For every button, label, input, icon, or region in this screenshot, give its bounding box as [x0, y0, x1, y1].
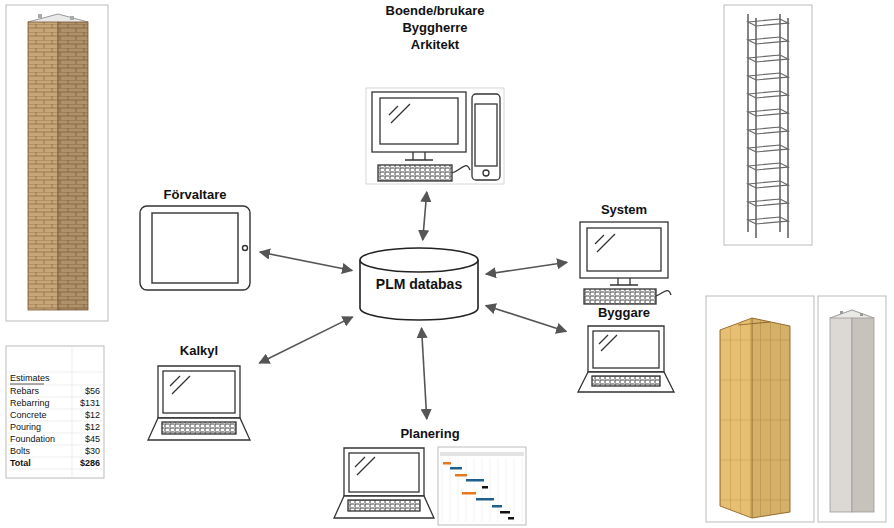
role-heading: Boende/brukare [365, 2, 505, 19]
double-arrow [423, 192, 427, 240]
table-cell: $12 [85, 422, 100, 433]
table-cell: Estimates [10, 373, 50, 384]
table-cell: Bolts [10, 446, 30, 457]
role-heading: Byggare [572, 304, 676, 321]
table-cell: $45 [85, 434, 100, 445]
device-group: Förvaltare [136, 186, 254, 292]
double-arrow [486, 262, 567, 274]
database-cylinder: PLM databas [358, 246, 480, 322]
table-cell: $30 [85, 446, 100, 457]
brick-column [6, 5, 108, 321]
rebar-cage [724, 5, 812, 245]
table-cell: Concrete [10, 410, 47, 421]
device-group: Byggare [572, 304, 676, 396]
role-heading: Planering [332, 425, 528, 442]
double-arrow [422, 328, 427, 419]
role-heading: Kalkyl [144, 342, 254, 359]
table-cell: Rebars [10, 386, 39, 397]
role-heading: System [573, 201, 675, 218]
device-group: Planering [332, 425, 528, 525]
laptop-icon [148, 366, 250, 440]
table-cell: $286 [80, 458, 100, 469]
double-arrow [259, 317, 352, 363]
double-arrow [486, 305, 567, 331]
table-cell: $12 [85, 410, 100, 421]
table-cell: Foundation [10, 434, 55, 445]
double-arrow [260, 252, 352, 271]
gantt-chart [438, 447, 526, 525]
device-group: Boende/brukareByggherreArkitekt [365, 2, 505, 186]
desktop-icon [372, 92, 500, 181]
device-group: Kalkyl [144, 342, 254, 444]
laptop-icon [578, 326, 674, 392]
table-cell: Pouring [10, 422, 41, 433]
estimates-table [6, 346, 104, 478]
laptop-icon [334, 448, 434, 518]
role-heading: Arkitekt [365, 36, 505, 53]
role-heading: Byggherre [365, 19, 505, 36]
table-cell: $131 [80, 398, 100, 409]
table-cell: Total [10, 458, 31, 469]
desktop-icon [580, 222, 671, 304]
concrete-column [818, 296, 886, 522]
device-group: System [573, 201, 675, 307]
database-label: PLM databas [358, 276, 480, 292]
formwork [706, 296, 814, 522]
table-cell: $56 [85, 386, 100, 397]
role-heading: Förvaltare [136, 186, 254, 203]
tablet-icon [140, 206, 250, 290]
table-cell: Rebarring [10, 398, 50, 409]
